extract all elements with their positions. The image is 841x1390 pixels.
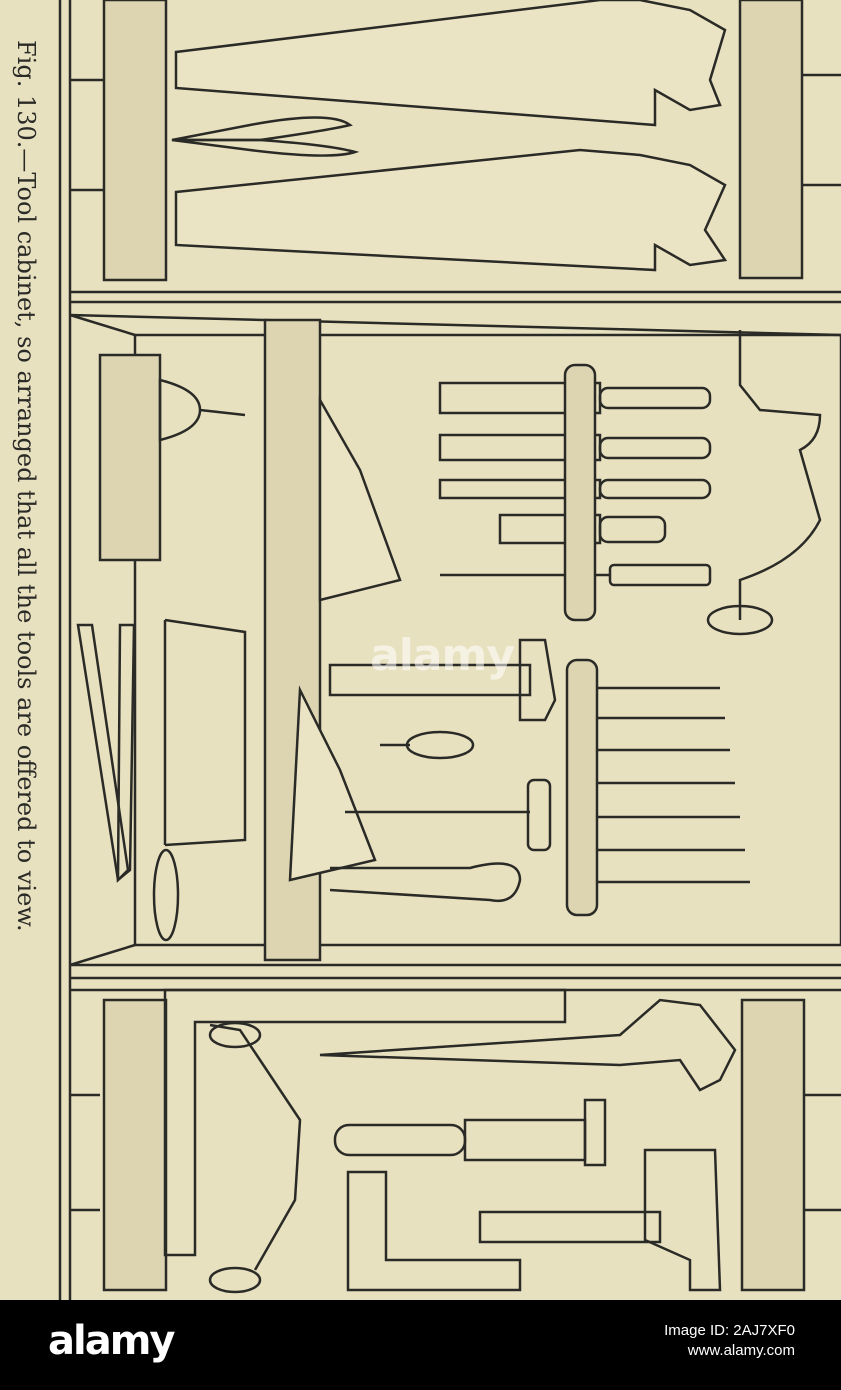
top-door: [70, 0, 841, 304]
watermark-text: alamy: [370, 630, 515, 681]
site-link[interactable]: www.alamy.com: [687, 1342, 795, 1359]
middle-section: [69, 313, 841, 980]
image-id-text: Image ID: 2AJ7XF0: [664, 1322, 795, 1339]
tool-cabinet-drawing: [58, 0, 841, 1300]
figure-caption: Fig. 130.—Tool cabinet, so arranged that…: [12, 40, 40, 932]
tool-cabinet-illustration: Fig. 130.—Tool cabinet, so arranged that…: [12, 0, 841, 1300]
footer-bar: alamy Image ID: 2AJ7XF0 www.alamy.com: [0, 1300, 841, 1390]
bottom-door: [70, 988, 841, 1294]
image-info: Image ID: 2AJ7XF0 www.alamy.com: [664, 1321, 795, 1361]
alamy-logo[interactable]: alamy: [48, 1318, 175, 1364]
